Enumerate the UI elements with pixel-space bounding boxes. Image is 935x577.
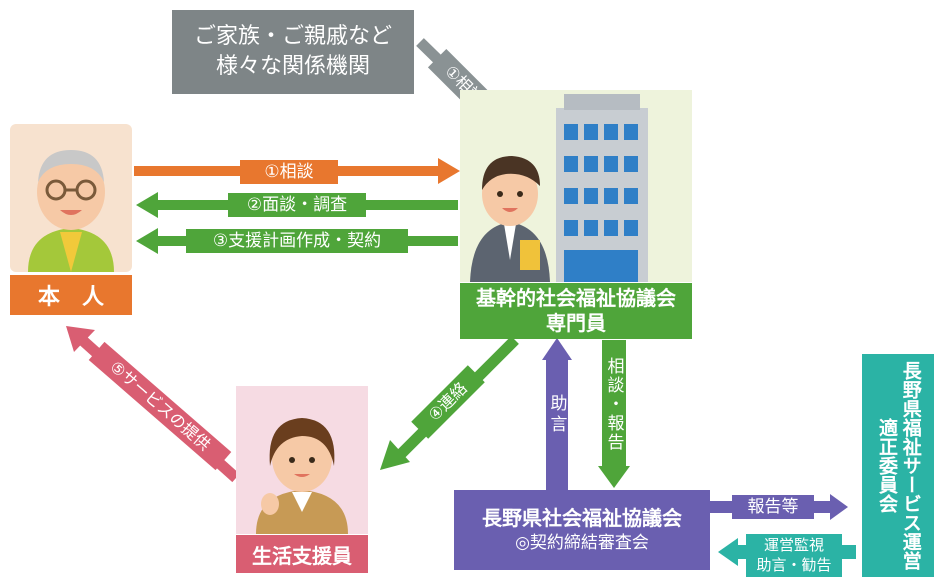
interview-label: ②面談・調査 bbox=[228, 193, 366, 217]
consult-report-text: 相談・報告 bbox=[603, 356, 624, 452]
family-line1: ご家族・ご親戚など bbox=[193, 24, 392, 50]
staff-illustration bbox=[460, 90, 692, 282]
plan-label: ③支援計画作成・契約 bbox=[186, 229, 408, 253]
building-icon bbox=[470, 94, 648, 282]
staff-label: 基幹的社会福祉協議会 専門員 bbox=[460, 283, 692, 339]
staff-line1: 基幹的社会福祉協議会 bbox=[476, 286, 676, 310]
consult-person-text: ①相談 bbox=[264, 161, 314, 182]
advice-text: 助言 bbox=[546, 394, 567, 436]
oversight-line1: 運営監視 bbox=[763, 536, 824, 554]
committee-box: 長野県福祉サービス運営適正委員会 bbox=[862, 354, 934, 577]
family-line2: 様々な関係機関 bbox=[215, 54, 370, 79]
plan-text: ③支援計画作成・契約 bbox=[212, 230, 382, 251]
oversight-label: 運営監視 助言・勧告 bbox=[746, 534, 842, 577]
supporter-label: 生活支援員 bbox=[236, 535, 368, 573]
advice-label: 助言 bbox=[546, 380, 568, 450]
person-illustration bbox=[10, 124, 132, 272]
interview-text: ②面談・調査 bbox=[246, 194, 348, 215]
staff-line2: 専門員 bbox=[546, 311, 606, 335]
committee-text: 長野県福祉サービス運営適正委員会 bbox=[876, 361, 922, 570]
report-label: 報告等 bbox=[732, 495, 814, 519]
person-label-text: 本 人 bbox=[37, 285, 104, 310]
supporter-label-text: 生活支援員 bbox=[252, 543, 352, 568]
advice-arrow bbox=[542, 338, 572, 490]
prefecture-council-line1: 長野県社会福祉協議会 bbox=[482, 506, 682, 531]
family-box: ご家族・ご親戚など 様々な関係機関 bbox=[172, 10, 414, 94]
oversight-line2: 助言・勧告 bbox=[756, 555, 832, 574]
consult-report-label: 相談・報告 bbox=[603, 344, 625, 464]
prefecture-council-box: 長野県社会福祉協議会 ◎契約締結審査会 bbox=[454, 490, 710, 570]
supporter-illustration bbox=[236, 386, 368, 534]
report-text: 報告等 bbox=[747, 496, 799, 517]
consult-person-label: ①相談 bbox=[240, 160, 338, 184]
prefecture-council-line2: ◎契約締結審査会 bbox=[515, 533, 649, 554]
female-supporter-icon bbox=[256, 418, 348, 534]
consult-report-arrow bbox=[598, 340, 630, 488]
elderly-man-icon bbox=[28, 150, 114, 272]
person-label: 本 人 bbox=[10, 275, 132, 315]
